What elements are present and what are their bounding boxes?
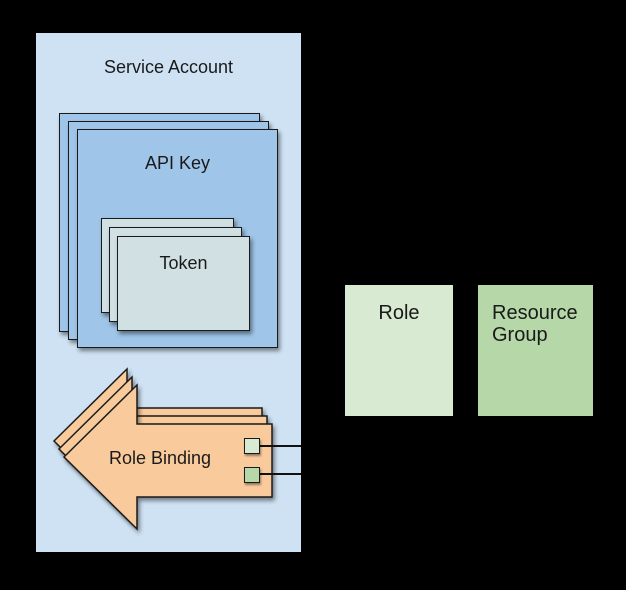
role-box: Role <box>345 285 453 416</box>
resource-group-port-connector-line <box>260 473 301 475</box>
service-account-label: Service Account <box>103 57 234 77</box>
resource-group-port-square <box>244 467 260 483</box>
token-label: Token <box>159 253 208 273</box>
resource-group-label: Resource Group <box>492 302 578 346</box>
role-binding-label: Role Binding <box>108 448 212 468</box>
token-card <box>117 236 250 331</box>
resource-group-box: Resource Group <box>478 285 593 416</box>
role-port-connector-line <box>260 445 301 447</box>
role-port-square <box>244 438 260 454</box>
role-label: Role <box>378 302 420 324</box>
api-key-label: API Key <box>144 153 211 173</box>
